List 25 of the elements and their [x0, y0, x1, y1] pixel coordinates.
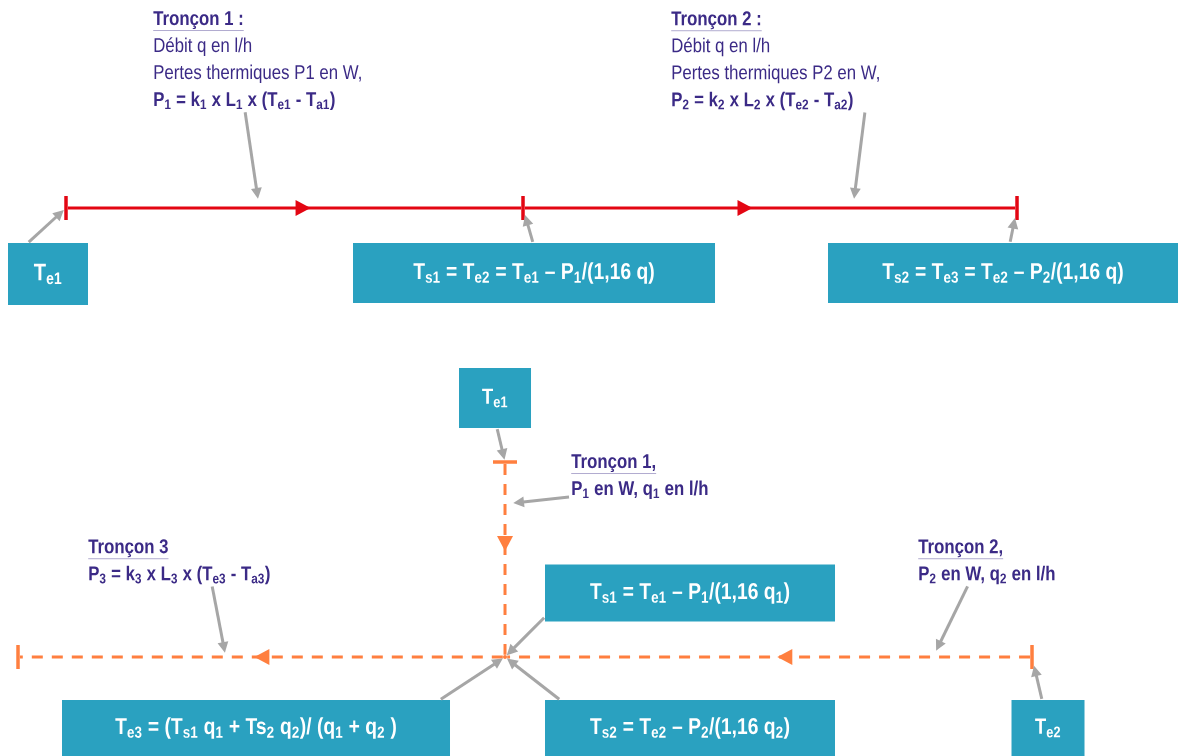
formula-box: T$_{e1}$	[8, 243, 88, 305]
pipe-end-tick	[1030, 645, 1034, 669]
annotation-text: Tronçon 3 P$_{3}$ = k$_{3}$ x L$_{3}$ x (T$_{e3}$ - T$_{a3}$)	[88, 539, 270, 585]
formula-box: T$_{e1}$	[459, 368, 531, 428]
pipe-end-tick	[521, 196, 525, 220]
pipe-end-tick	[1015, 196, 1019, 220]
pipe-arrow	[507, 649, 1031, 665]
formula-box: T$_{s1}$ = T$_{e2}$ = T$_{e1}$ – P$_{1}$/(1,16 q)	[353, 243, 715, 303]
formula-box: T$_{s2}$ = T$_{e2}$ – P$_{2}$/(1,16 q$_{2}$)	[545, 700, 835, 756]
annotation-text: Tronçon 1 : Débit q en l/h Pertes thermiques P1 en W, P$_{1}$ = k$_{1}$ x L$_{1}$ x (T$_{e1}$ - T$_{a1}$)	[153, 11, 361, 111]
pipe-arrow	[524, 200, 1016, 216]
annotation-text: Tronçon 2 : Débit q en l/h Pertes thermiques P2 en W, P$_{2}$ = k$_{2}$ x L$_{2}$ x (T$_{e2}$ - T$_{a2}$)	[671, 11, 879, 111]
pipe-end-tick	[493, 460, 517, 464]
annotation-text: Tronçon 1, P$_{1}$ en W, q$_{1}$ en l/h	[571, 454, 708, 500]
pipe-end-tick	[64, 196, 68, 220]
formula-box: T$_{e3}$ = (T$_{s1}$ q$_{1}$ + Ts$_{2}$ q$_{2}$)/ (q$_{1}$ + q$_{2}$ )	[62, 700, 450, 756]
pipe-arrow	[67, 200, 522, 216]
formula-box: T$_{s2}$ = T$_{e3}$ = T$_{e2}$ – P$_{2}$/(1,16 q)	[828, 243, 1178, 303]
formula-box: T$_{s1}$ = T$_{e1}$ – P$_{1}$/(1,16 q$_{1}$)	[545, 564, 835, 622]
junction-point	[503, 655, 507, 659]
pipe-end-tick	[16, 645, 20, 669]
formula-box: T$_{e2}$	[1011, 700, 1085, 756]
annotation-text: Tronçon 2, P$_{2}$ en W, q$_{2}$ en l/h	[918, 539, 1055, 585]
pipe-arrow	[497, 463, 513, 655]
pipe-arrow	[19, 649, 503, 665]
